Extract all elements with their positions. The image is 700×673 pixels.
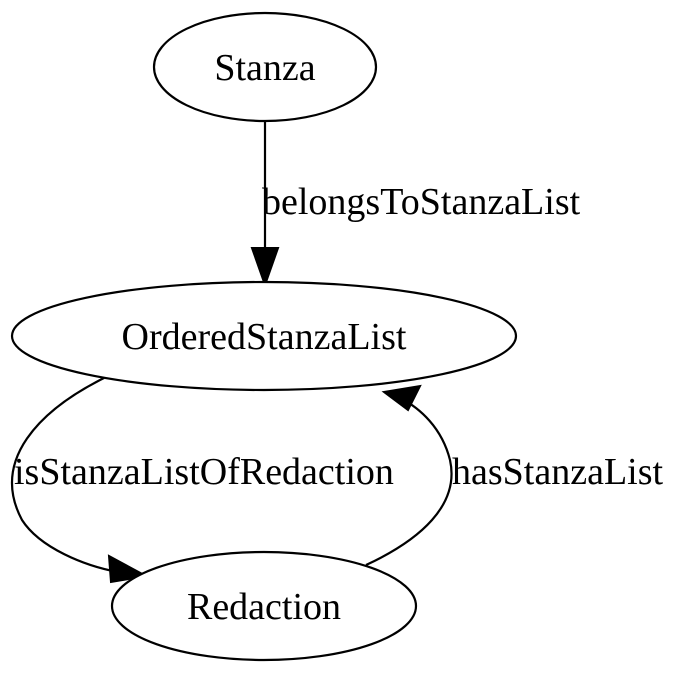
node-stanza-ellipse [152,11,378,123]
node-redaction-ellipse [110,550,418,662]
edge-belongs-to-stanza-list: belongsToStanzaList [250,122,581,289]
node-redaction: Redaction [110,550,418,662]
edge-is-stanza-list-of-redaction: isStanzaListOfRedaction [10,377,394,584]
edge-is-stanza-list-of-redaction-label: isStanzaListOfRedaction [14,451,394,493]
node-ordered-stanza-list-label: OrderedStanzaList [122,316,407,358]
node-redaction-label: Redaction [187,586,341,628]
edge-belongs-to-stanza-list-arrowhead [250,247,280,289]
edge-has-stanza-list-line [365,397,453,566]
node-ordered-stanza-list: OrderedStanzaList [10,280,518,392]
edge-has-stanza-list: hasStanzaList [365,384,664,566]
node-ordered-stanza-list-ellipse [10,280,518,392]
edge-belongs-to-stanza-list-label: belongsToStanzaList [262,181,581,223]
edge-is-stanza-list-of-redaction-line [10,377,119,574]
edge-has-stanza-list-label: hasStanzaList [452,451,664,493]
node-stanza: Stanza [152,11,378,123]
edge-has-stanza-list-arrowhead [381,384,422,412]
node-stanza-label: Stanza [214,47,315,89]
